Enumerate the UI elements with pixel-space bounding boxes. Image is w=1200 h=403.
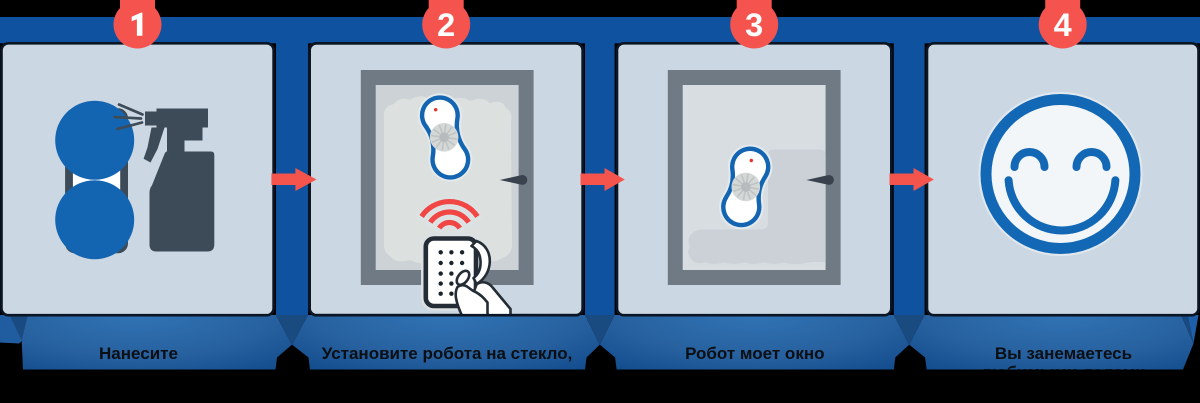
svg-text:2: 2	[437, 7, 455, 43]
svg-text:Установите робота на стекло,: Установите робота на стекло,	[322, 344, 573, 363]
svg-text:Вы занемаетесь: Вы занемаетесь	[995, 344, 1132, 363]
svg-text:Нанесите: Нанесите	[99, 344, 178, 363]
svg-text:Робот моет окно: Робот моет окно	[685, 344, 824, 363]
svg-text:3: 3	[745, 7, 763, 43]
svg-text:4: 4	[1054, 7, 1072, 43]
svg-text:любимыми делами: любимыми делами	[981, 363, 1145, 382]
